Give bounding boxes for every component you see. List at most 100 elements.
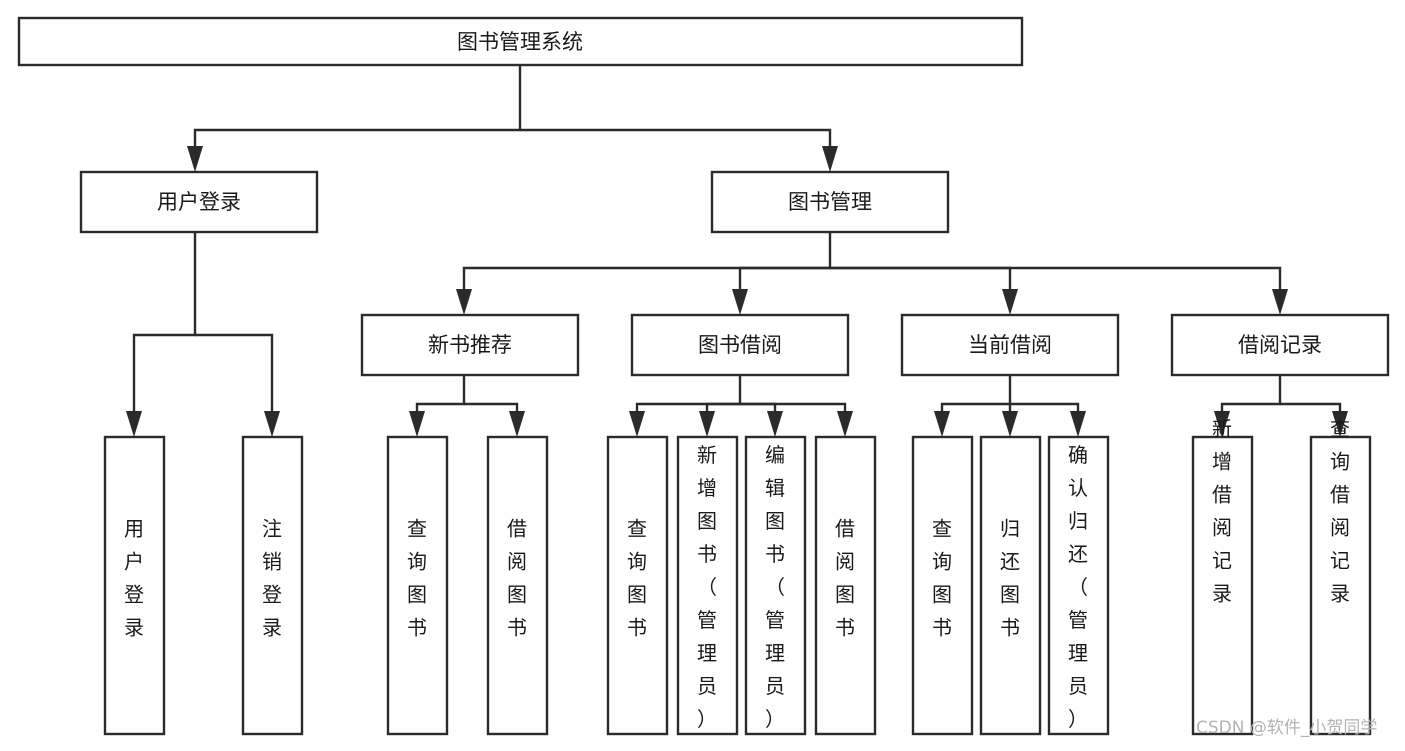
leaf-new-book-1-box[interactable]	[486, 435, 549, 736]
connector-current-borrow-to-leaves	[934, 375, 1086, 437]
arrow-to-book-borrow	[732, 289, 748, 315]
connector-book-manage-to-level3	[456, 232, 1288, 315]
leaf-borrow-record-1-label: 查询借阅记录	[1330, 417, 1350, 606]
leaf-node[interactable]: 新增借阅记录	[1191, 417, 1254, 736]
connector-book-borrow-to-leaves	[629, 375, 853, 437]
node-user-login[interactable]: 用户登录	[79, 170, 319, 234]
arrow-current-borrow-leaf-1	[1002, 411, 1018, 437]
node-user-login-box[interactable]	[79, 170, 319, 234]
connector-to-book-borrow	[738, 266, 830, 302]
leaf-current-borrow-2-box[interactable]	[1047, 435, 1110, 736]
leaf-new-book-0-box[interactable]	[386, 435, 449, 736]
leaf-book-borrow-0-label: 查询图书	[627, 517, 647, 640]
arrow-book-borrow-leaf-2	[767, 411, 783, 437]
leaf-node[interactable]: 新增图书（管理员）	[676, 435, 739, 736]
node-user-login-label: 用户登录	[157, 190, 241, 214]
leaf-node[interactable]: 借阅图书	[814, 435, 877, 736]
leaf-user-login-0-label: 用户登录	[124, 517, 144, 640]
connector-to-borrow-record	[830, 266, 1282, 302]
arrow-borrow-record-leaf-0	[1214, 411, 1230, 437]
leaf-new-book-0-label: 查询图书	[407, 517, 427, 640]
leaf-node[interactable]: 查询图书	[911, 435, 974, 736]
node-root[interactable]: 图书管理系统	[17, 16, 1024, 67]
node-book-manage-box[interactable]	[710, 170, 950, 234]
leaf-current-borrow-1-label: 归还图书	[1000, 517, 1020, 640]
node-root-label: 图书管理系统	[457, 30, 583, 54]
leaf-user-login-1-box[interactable]	[241, 435, 304, 736]
leaf-book-borrow-0-box[interactable]	[606, 435, 669, 736]
node-borrow-record-box[interactable]	[1170, 313, 1390, 377]
connector-book-borrow-leaf-3	[740, 402, 847, 424]
node-borrow-record[interactable]: 借阅记录	[1170, 313, 1390, 377]
arrow-to-book-manage	[822, 146, 838, 172]
leaf-borrow-record-1-box[interactable]	[1309, 435, 1372, 736]
leaf-new-book-1-label: 借阅图书	[507, 517, 527, 640]
arrow-to-borrow-record	[1272, 289, 1288, 315]
leaf-node[interactable]: 借阅图书	[486, 435, 549, 736]
node-new-book-recommend[interactable]: 新书推荐	[360, 313, 580, 377]
node-current-borrow-box[interactable]	[900, 313, 1120, 377]
leaf-node[interactable]: 查询图书	[606, 435, 669, 736]
node-new-book-recommend-label: 新书推荐	[428, 333, 512, 357]
connector-user-login-to-leaves	[126, 232, 280, 437]
connector-book-borrow-leaf-0	[635, 375, 742, 424]
connector-root-to-book-manage	[520, 128, 832, 158]
node-current-borrow-label: 当前借阅	[968, 333, 1052, 357]
leaf-book-borrow-1-label: 新增图书（管理员）	[697, 443, 717, 731]
leaf-user-login-1-label: 注销登录	[262, 517, 282, 640]
leaf-node[interactable]: 注销登录	[241, 435, 304, 736]
leaf-node[interactable]: 查询借阅记录	[1309, 417, 1372, 736]
leaf-user-login-0-box[interactable]	[103, 435, 166, 736]
node-new-book-recommend-box[interactable]	[360, 313, 580, 377]
arrow-book-borrow-leaf-0	[629, 411, 645, 437]
leaf-current-borrow-1-box[interactable]	[979, 435, 1042, 736]
arrow-new-book-leaf-0	[409, 411, 425, 437]
connector-new-book-leaf-0	[415, 375, 466, 424]
leaf-node[interactable]: 归还图书	[979, 435, 1042, 736]
connector-user-login-leaf-0	[132, 232, 197, 424]
arrow-book-borrow-leaf-3	[837, 411, 853, 437]
connector-current-borrow-leaf-0	[940, 375, 1012, 424]
node-book-borrow-box[interactable]	[630, 313, 850, 377]
watermark-label: CSDN @软件_小贺同学	[1196, 718, 1377, 738]
connector-root-to-level2	[187, 65, 838, 172]
leaf-book-borrow-2-label: 编辑图书（管理员）	[765, 443, 785, 731]
arrow-current-borrow-leaf-0	[934, 411, 950, 437]
leaf-current-borrow-0-box[interactable]	[911, 435, 974, 736]
connector-new-book-to-leaves	[409, 375, 525, 437]
connector-to-current-borrow	[830, 266, 1012, 302]
leaf-current-borrow-2-label: 确认归还（管理员）	[1068, 443, 1088, 731]
leaf-node[interactable]: 确认归还（管理员）	[1047, 435, 1110, 736]
leaf-current-borrow-0-label: 查询图书	[932, 517, 952, 640]
node-current-borrow[interactable]: 当前借阅	[900, 313, 1120, 377]
node-borrow-record-label: 借阅记录	[1238, 333, 1322, 357]
arrow-to-current-borrow	[1002, 289, 1018, 315]
leaf-book-borrow-3-box[interactable]	[814, 435, 877, 736]
node-book-borrow-label: 图书借阅	[698, 333, 782, 357]
arrow-to-new-book	[456, 289, 472, 315]
connector-to-new-book	[462, 232, 832, 302]
connector-new-book-leaf-1	[464, 402, 519, 424]
node-book-manage-label: 图书管理	[788, 190, 872, 214]
arrow-book-borrow-leaf-1	[699, 411, 715, 437]
node-book-manage[interactable]: 图书管理	[710, 170, 950, 234]
node-root-box[interactable]	[17, 16, 1024, 67]
arrow-user-login-leaf-1	[264, 411, 280, 437]
connector-user-login-leaf-1	[195, 333, 274, 424]
arrow-borrow-record-leaf-1	[1332, 411, 1348, 437]
leaf-book-borrow-3-label: 借阅图书	[835, 517, 855, 640]
leaf-borrow-record-0-box[interactable]	[1191, 435, 1254, 736]
leaf-book-borrow-2-box[interactable]	[744, 435, 807, 736]
arrow-user-login-leaf-0	[126, 411, 142, 437]
leaf-node[interactable]: 用户登录	[103, 435, 166, 736]
leaf-node[interactable]: 编辑图书（管理员）	[744, 435, 807, 736]
leaf-book-borrow-1-box[interactable]	[676, 435, 739, 736]
leaf-node[interactable]: 查询图书	[386, 435, 449, 736]
connector-root-to-user-login	[193, 65, 522, 158]
node-book-borrow[interactable]: 图书借阅	[630, 313, 850, 377]
arrow-new-book-leaf-1	[509, 411, 525, 437]
arrow-current-borrow-leaf-2	[1070, 411, 1086, 437]
connector-current-borrow-leaf-2	[1010, 402, 1080, 424]
leaf-borrow-record-0-label: 新增借阅记录	[1212, 417, 1232, 606]
